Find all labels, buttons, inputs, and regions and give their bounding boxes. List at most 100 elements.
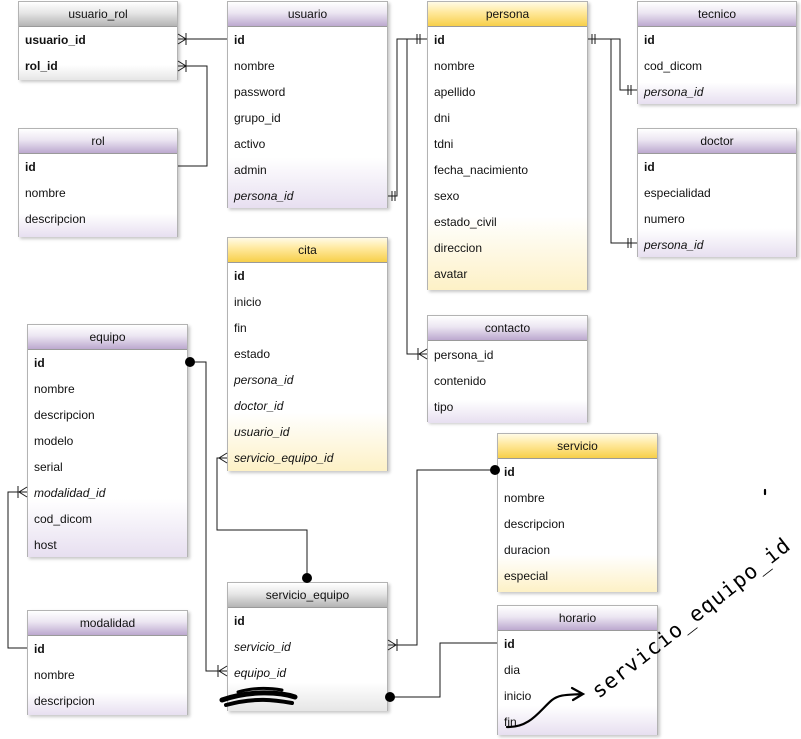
entity-usuario[interactable]: usuario id nombre password grupo_id acti… [227,1,388,208]
entity-rol[interactable]: rol id nombre descripcion [18,128,178,237]
field-usuario-id: usuario_id [234,425,290,439]
entity-servicio-equipo[interactable]: servicio_equipo id servicio_id equipo_id [227,582,388,711]
field-id: id [234,269,245,283]
field-modalidad-id: modalidad_id [34,486,106,500]
entity-title: tecnico [638,2,796,27]
field-servicio-equipo-id: servicio_equipo_id [234,451,334,465]
field-host: host [34,538,57,552]
entity-contacto[interactable]: contacto persona_id contenido tipo [427,315,588,423]
field-usuario-id: usuario_id [25,33,86,47]
bar-mark [591,34,596,44]
entity-title: persona [428,2,587,27]
entity-tecnico[interactable]: tecnico id cod_dicom persona_id [637,1,797,104]
field-tdni: tdni [434,137,454,151]
field-equipo-id: equipo_id [234,666,287,680]
entity-title: cita [228,238,387,263]
field-inicio: inicio [234,295,262,309]
entity-title: servicio_equipo [228,583,387,608]
field-descripcion: descripcion [25,212,86,226]
field-persona-id: persona_id [234,189,294,203]
field-persona-id: persona_id [434,348,494,362]
entity-equipo[interactable]: equipo id nombre descripcion modelo seri… [27,324,188,557]
rel-persona-tecnico [588,38,637,91]
crowfoot-mark [177,60,187,72]
field-persona-id: persona_id [644,238,704,252]
rel-modalidad-equipo [7,491,27,649]
field-nombre: nombre [34,382,75,396]
field-descripcion: descripcion [34,694,95,708]
rel-horario-servicio-equipo [391,642,497,698]
field-serial: serial [34,460,63,474]
field-admin: admin [234,163,267,177]
rel-persona-usuario [388,38,427,197]
rel-servicio-equipo-cita [216,457,308,578]
field-rol-id: rol_id [25,59,58,73]
field-id: id [34,356,45,370]
field-apellido: apellido [434,85,476,99]
field-dni: dni [434,111,451,125]
entity-title: doctor [638,129,796,154]
bar-mark [627,238,632,248]
entity-usuario-rol[interactable]: usuario_rol usuario_id rol_id [18,1,178,80]
crowfoot-mark [17,486,28,498]
entity-title: horario [498,606,657,631]
field-cod-dicom: cod_dicom [644,59,703,73]
entity-cita[interactable]: cita id inicio fin estado persona_id doc… [227,237,388,471]
entity-title: modalidad [28,611,187,636]
field-inicio: inicio [504,689,532,703]
rel-equipo-servicio-equipo [188,361,227,672]
rel-servicio-servicio-equipo [388,469,497,646]
field-especial: especial [504,569,549,583]
bar-mark [627,85,632,95]
field-id: id [644,33,655,47]
rel-rol-usuario-rol [178,65,208,167]
field-nombre: nombre [34,668,75,682]
field-sexo: sexo [434,189,460,203]
field-direccion: direccion [434,241,483,255]
entity-title: usuario_rol [19,2,177,27]
entity-title: servicio [498,434,657,459]
field-estado: estado [234,347,271,361]
rel-persona-doctor [610,39,637,244]
field-servicio-id: servicio_id [234,640,291,654]
field-descripcion: descripcion [34,408,95,422]
field-doctor-id: doctor_id [234,399,284,413]
field-id: id [504,637,515,651]
bar-mark [416,34,421,44]
crowfoot-mark [387,639,398,651]
rel-persona-contacto [406,38,427,355]
field-modelo: modelo [34,434,74,448]
field-id: id [34,642,45,656]
entity-title: contacto [428,316,587,341]
crowfoot-mark [217,665,228,677]
entity-title: equipo [28,325,187,350]
entity-title: usuario [228,2,387,27]
field-avatar: avatar [434,267,468,281]
field-estado-civil: estado_civil [434,215,497,229]
field-id: id [25,160,36,174]
field-especialidad: especialidad [644,186,711,200]
field-id: id [234,33,245,47]
crowfoot-mark [177,33,187,45]
entity-modalidad[interactable]: modalidad id nombre descripcion [27,610,188,715]
field-id: id [434,33,445,47]
entity-servicio[interactable]: servicio id nombre descripcion duracion … [497,433,658,592]
field-contenido: contenido [434,374,487,388]
field-nombre: nombre [434,59,475,73]
bar-mark [391,191,396,201]
field-dia: dia [504,663,521,677]
field-persona-id: persona_id [234,373,294,387]
field-cod-dicom: cod_dicom [34,512,93,526]
field-activo: activo [234,137,266,151]
field-tipo: tipo [434,400,454,414]
field-nombre: nombre [234,59,275,73]
field-nombre: nombre [25,186,66,200]
entity-persona[interactable]: persona id nombre apellido dni tdni fech… [427,1,588,290]
field-fin: fin [234,321,247,335]
entity-doctor[interactable]: doctor id especialidad numero persona_id [637,128,797,257]
field-nombre: nombre [504,491,545,505]
field-id: id [504,465,515,479]
field-persona-id: persona_id [644,85,704,99]
field-duracion: duracion [504,543,551,557]
field-id: id [644,160,655,174]
